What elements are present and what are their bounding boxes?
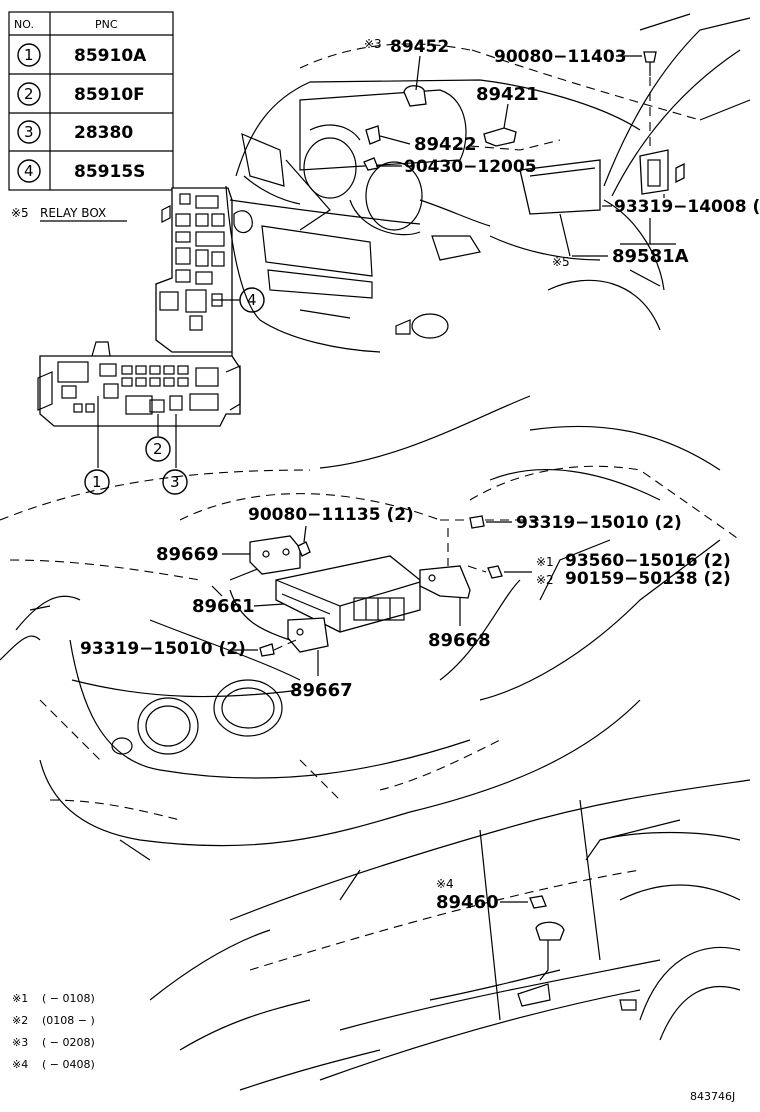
relay-box-mark: ※5 (11, 206, 29, 220)
part-89452-mark: ※3 (364, 37, 382, 51)
sensor-mount-shape (535, 921, 565, 941)
bracket-89669-shape (249, 535, 301, 575)
sensor-89452-shape (403, 85, 427, 107)
part-89460: 89460 (436, 892, 499, 913)
door-illustration (149, 779, 751, 1091)
table-row-4-number-circle (17, 159, 41, 183)
part-89422: 89422 (414, 134, 477, 155)
note-1-text: ( − 0108) (42, 992, 95, 1005)
callout-4: 4 (247, 291, 257, 309)
bracket-89667-shape (287, 617, 329, 653)
ecu-assembly (249, 515, 503, 657)
note-2-text: (0108 − ) (42, 1014, 95, 1027)
part-93560-15016-mark: ※1 (536, 555, 554, 569)
relay-box-illustration (37, 187, 241, 427)
part-90430-12005: 90430−12005 (404, 157, 537, 177)
table-row-2-pnc: 85910F (74, 85, 145, 105)
note-1-mark: ※1 (12, 992, 28, 1005)
part-90080-11135: 90080−11135 (2) (248, 505, 414, 525)
callout-circle-2 (145, 436, 171, 462)
footnotes: ※1 ( − 0108) ※2 (0108 − ) ※3 ( − 0208) ※… (12, 992, 95, 1071)
ecu-89661-shape (275, 555, 421, 633)
part-90080-11403: 90080−11403 (494, 47, 627, 67)
table-row-3-number-circle (17, 120, 41, 144)
part-90159-50138-mark: ※2 (536, 573, 554, 587)
part-89661: 89661 (192, 596, 255, 617)
note-4-text: ( − 0408) (42, 1058, 95, 1071)
table-header-pnc: PNC (95, 18, 118, 31)
note-3-mark: ※3 (12, 1036, 28, 1049)
sensor-89422-shape (365, 125, 381, 145)
note-3-text: ( − 0208) (42, 1036, 95, 1049)
note-2-mark: ※2 (12, 1014, 28, 1027)
part-89581A-mark: ※5 (552, 255, 570, 269)
part-93319-15010-a: 93319−15010 (2) (516, 513, 682, 533)
part-89452: 89452 (390, 37, 449, 57)
part-89668: 89668 (428, 630, 491, 651)
part-93560-15016: 93560−15016 (2) (565, 551, 731, 571)
sensor-89421-shape (483, 127, 517, 147)
engine-bay-illustration (225, 13, 751, 353)
relay-box-label: RELAY BOX (40, 206, 106, 220)
part-93319-14008: 93319−14008 (2) (614, 197, 760, 217)
part-89460-mark: ※4 (436, 877, 454, 891)
part-90159-50138: 90159−50138 (2) (565, 569, 731, 589)
bolt-93319-15010-b-shape (259, 643, 275, 657)
table-header-no: NO. (14, 18, 34, 31)
table-row-3-number: 3 (24, 123, 34, 141)
pnc-table: NO. PNC 1 85910A 2 85910F 3 28380 4 8591… (8, 11, 174, 191)
callout-circle-1 (84, 469, 110, 495)
sensor-89460-shape (529, 895, 547, 909)
clip-90430-shape (363, 157, 379, 171)
bolt-93560-shape (487, 565, 503, 579)
callout-2: 2 (153, 440, 163, 458)
table-row-2-number: 2 (24, 85, 34, 103)
bolt-90080-11135-shape (297, 541, 311, 557)
table-row-1-pnc: 85910A (74, 46, 147, 66)
table-row-1-number: 1 (24, 46, 34, 64)
table-row-4-number: 4 (24, 162, 34, 180)
bracket-89668-shape (419, 565, 471, 599)
table-row-4-pnc: 85915S (74, 162, 145, 182)
engine-bay-small-parts (363, 51, 657, 171)
callout-3: 3 (170, 473, 180, 491)
callout-circle-4 (239, 287, 265, 313)
bolt-93319-15010-a-shape (469, 515, 485, 529)
callout-1: 1 (92, 473, 102, 491)
part-89667: 89667 (290, 680, 353, 701)
part-89581A: 89581A (612, 246, 689, 267)
table-row-1-number-circle (17, 43, 41, 67)
note-4-mark: ※4 (12, 1058, 28, 1071)
part-93319-15010-b: 93319−15010 (2) (80, 639, 246, 659)
table-row-2-number-circle (17, 82, 41, 106)
table-row-3-pnc: 28380 (74, 123, 133, 143)
bolt-90080-11403-shape (643, 51, 657, 63)
part-89421: 89421 (476, 84, 539, 105)
figure-id: 843746J (690, 1090, 735, 1103)
dashboard-illustration (0, 395, 741, 861)
part-89669: 89669 (156, 544, 219, 565)
